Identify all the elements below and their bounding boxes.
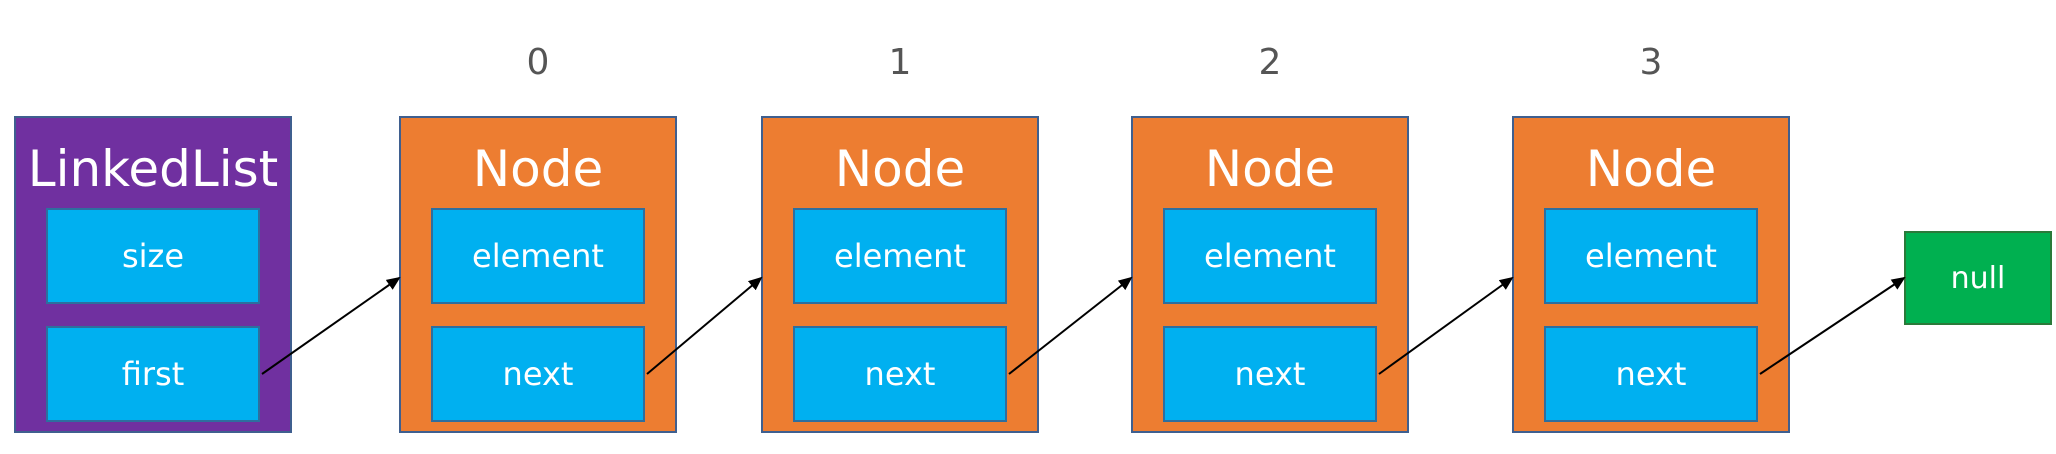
node-title: Node	[834, 140, 966, 198]
element-field: element	[1544, 208, 1758, 304]
node-box-2: Node element next	[1131, 116, 1409, 433]
size-field: size	[46, 208, 260, 304]
next-field: next	[793, 326, 1007, 422]
arrow-node-3-to-null	[1759, 276, 1906, 375]
node-index-3: 3	[1639, 42, 1663, 83]
next-field: next	[1544, 326, 1758, 422]
arrow-node-0-to-node-1	[646, 276, 763, 375]
element-field: element	[793, 208, 1007, 304]
linkedlist-title: LinkedList	[27, 140, 279, 198]
linkedlist-box: LinkedList size first	[14, 116, 292, 433]
node-index-1: 1	[888, 42, 912, 83]
element-field: element	[431, 208, 645, 304]
node-title: Node	[1585, 140, 1717, 198]
arrow-node-2-to-node-3	[1378, 276, 1514, 375]
node-title: Node	[1204, 140, 1336, 198]
element-field: element	[1163, 208, 1377, 304]
arrow-node-1-to-node-2	[1008, 276, 1133, 375]
null-box: null	[1904, 231, 2052, 325]
node-index-2: 2	[1258, 42, 1282, 83]
node-box-1: Node element next	[761, 116, 1039, 433]
next-field: next	[431, 326, 645, 422]
node-box-3: Node element next	[1512, 116, 1790, 433]
node-box-0: Node element next	[399, 116, 677, 433]
next-field: next	[1163, 326, 1377, 422]
arrow-first-to-node-0	[261, 276, 401, 375]
node-title: Node	[472, 140, 604, 198]
first-field: first	[46, 326, 260, 422]
node-index-0: 0	[526, 42, 550, 83]
